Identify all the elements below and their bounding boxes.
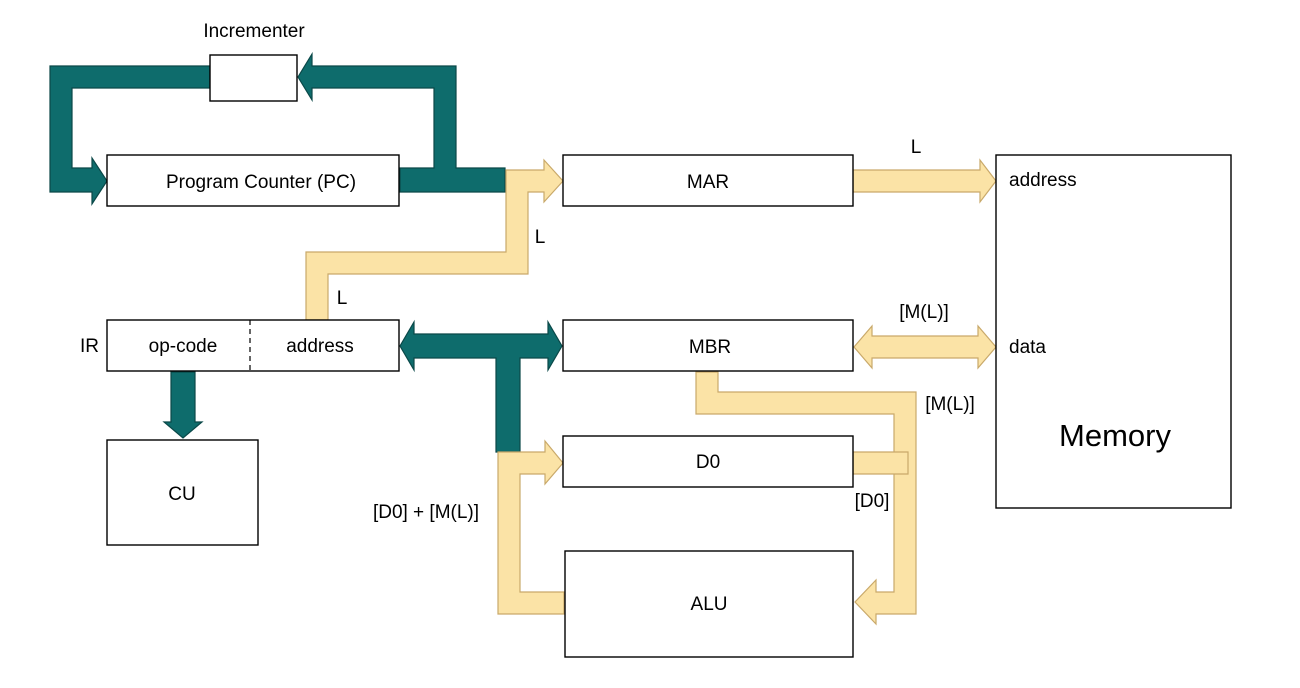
ir-label: IR [80, 336, 99, 357]
ir-mar-bus-label-lower: L [337, 288, 348, 309]
mar-memory-bus-label: L [911, 137, 922, 158]
cu-label: CU [168, 484, 195, 505]
memory-mbr-bus-label: [M(L)] [899, 302, 949, 323]
memory-data-port-label: data [1009, 337, 1046, 358]
cu-box [106, 439, 259, 546]
incrementer-label: Incrementer [203, 21, 305, 42]
ir-address-label: address [286, 336, 354, 357]
mbr-alu-bus-label: [M(L)] [925, 394, 975, 415]
d0-box [562, 435, 854, 488]
program-counter-box [106, 154, 400, 207]
mbr-to-alu-bus [695, 371, 917, 626]
memory-address-port-label: address [1009, 170, 1077, 191]
d0-to-alu-bus [852, 451, 909, 475]
mbr-label: MBR [689, 337, 731, 358]
opcode-to-cu-bus [162, 371, 204, 439]
ir-to-mar-bus [305, 158, 564, 321]
alu-d0-bus-label: [D0] + [M(L)] [373, 502, 479, 523]
ir-mar-bus-label-upper: L [535, 227, 546, 248]
program-counter-label: Program Counter (PC) [166, 172, 356, 193]
memory-box [995, 154, 1232, 509]
mar-label: MAR [687, 172, 729, 193]
memory-mbr-bus [853, 324, 997, 370]
alu-label: ALU [691, 594, 728, 615]
alu-to-d0-bus [497, 439, 565, 615]
d0-label: D0 [696, 452, 720, 473]
ir-opcode-label: op-code [149, 336, 218, 357]
ir-box [106, 319, 400, 372]
incrementer-box [209, 54, 298, 102]
mar-to-memory-bus [852, 158, 997, 204]
d0-alu-bus-label: [D0] [855, 491, 890, 512]
alu-box [564, 550, 854, 658]
pc-to-incrementer-bus [297, 51, 506, 193]
mar-box [562, 154, 854, 207]
ir-mbr-bus [399, 319, 563, 453]
mbr-box [562, 319, 854, 372]
memory-label: Memory [1059, 418, 1171, 453]
